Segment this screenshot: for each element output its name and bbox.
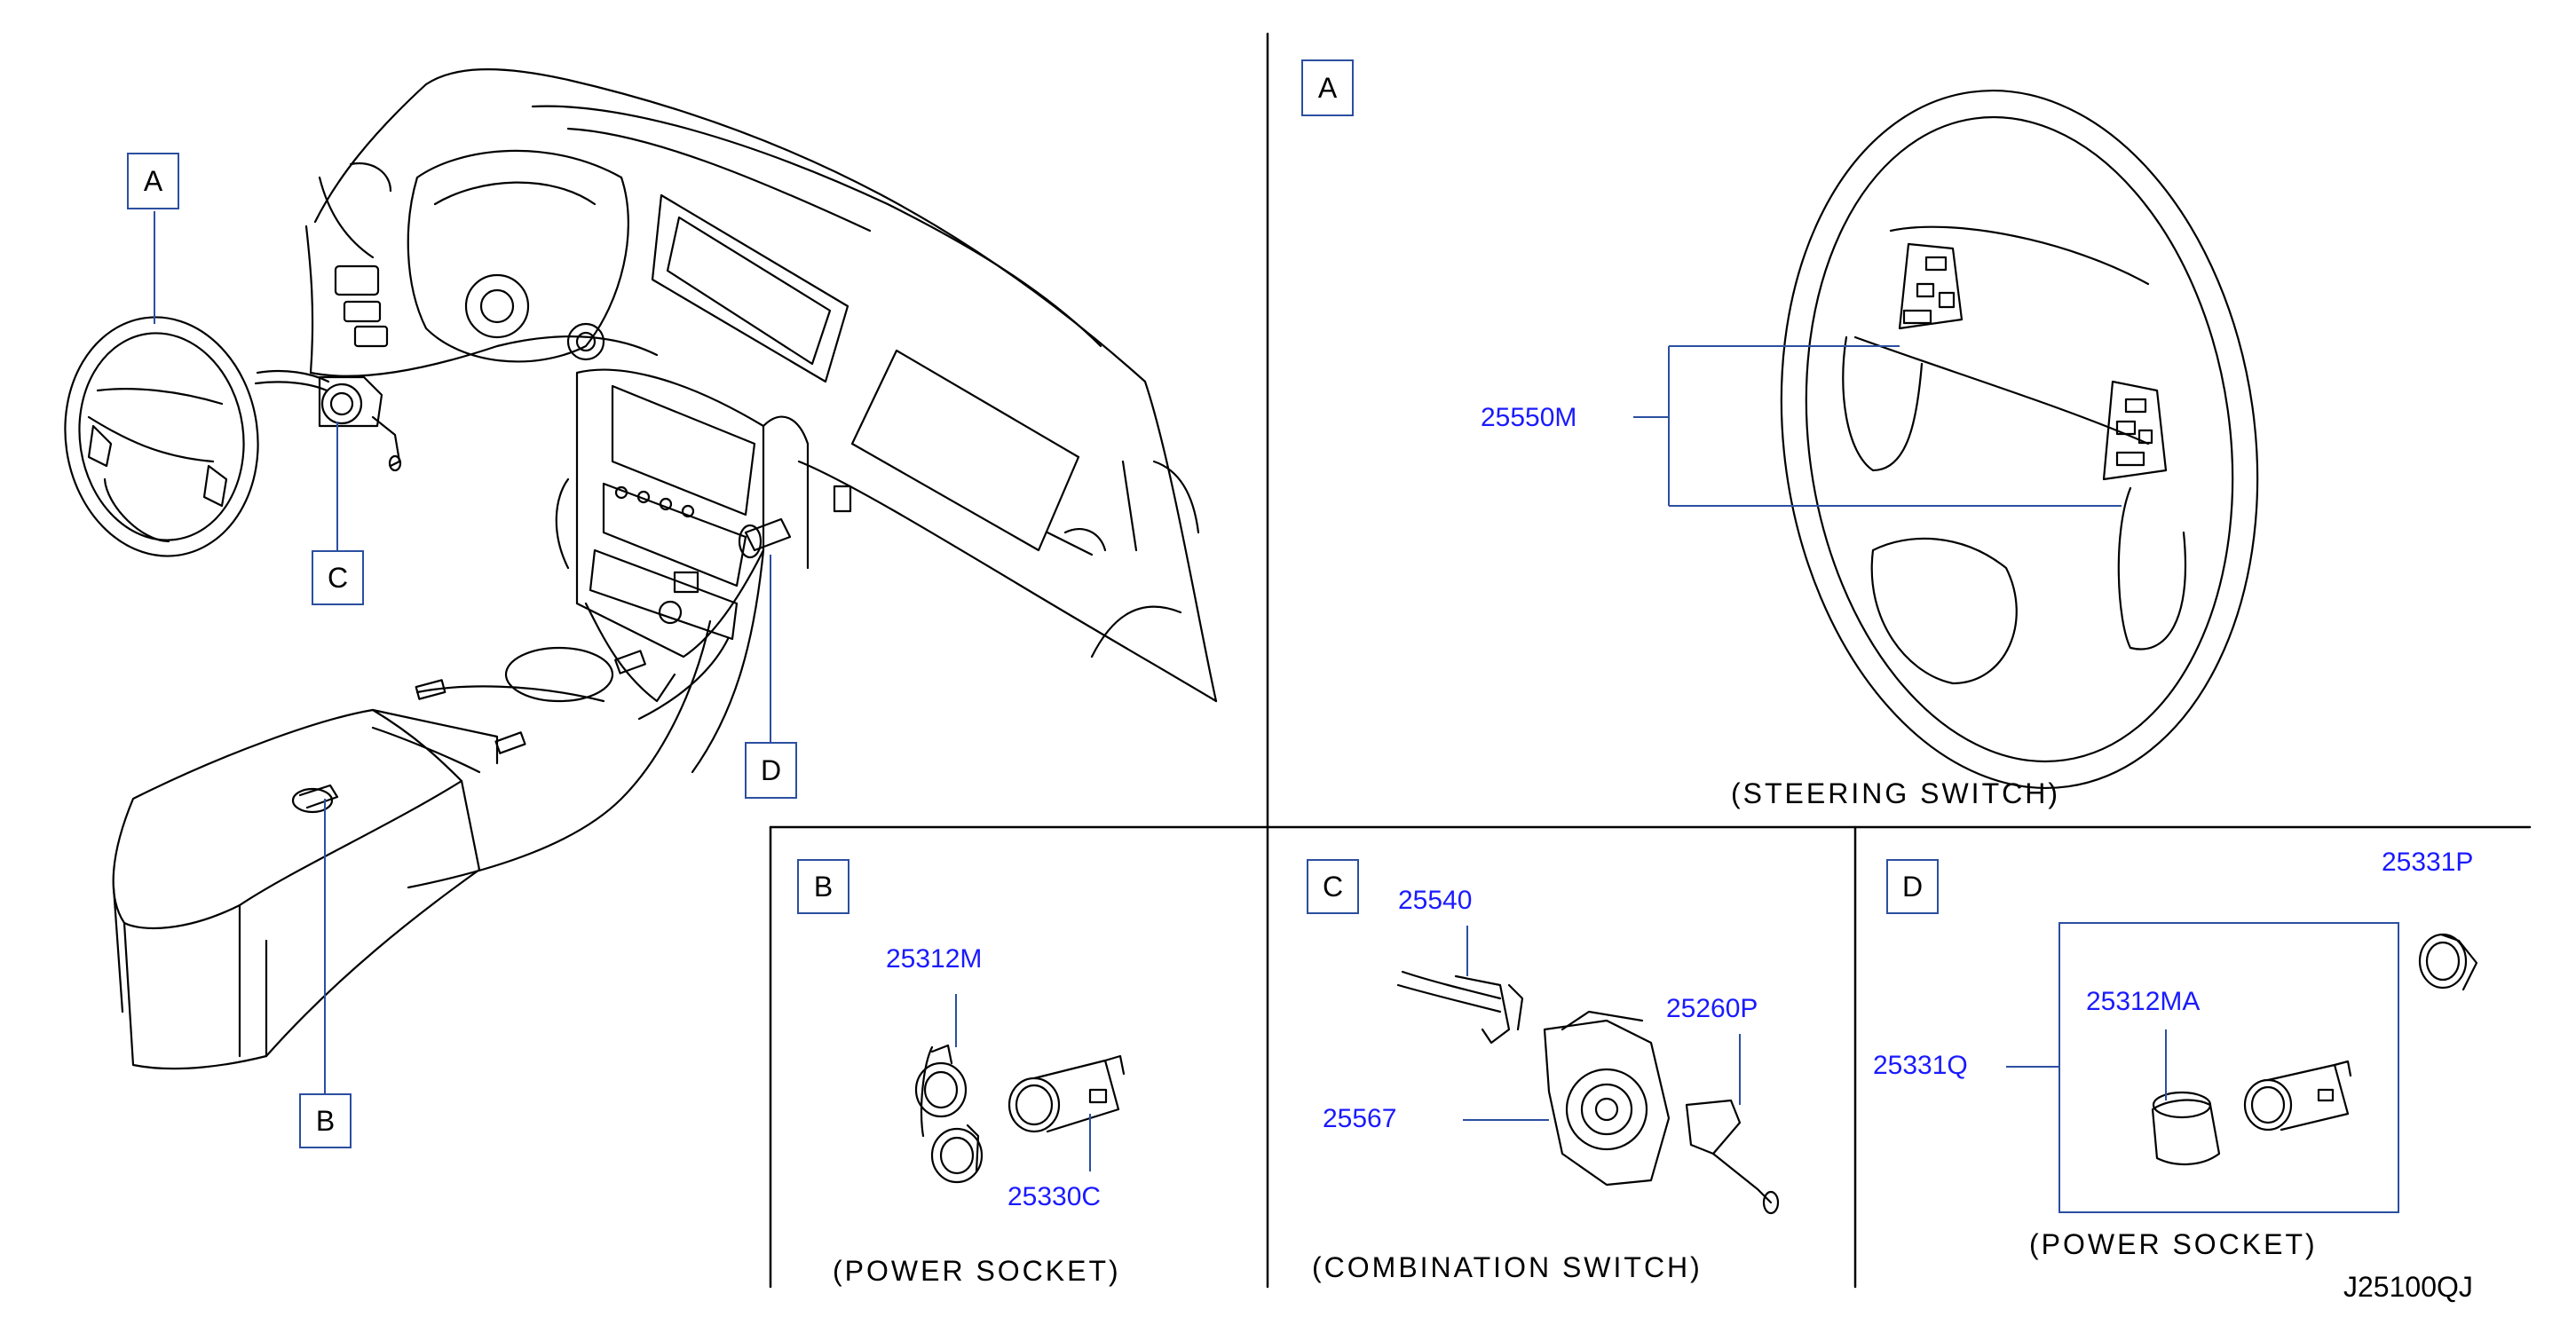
power-socket-b-drawing (914, 1044, 1126, 1184)
part-number-socket-cover-ma[interactable]: 25312MA (2086, 987, 2201, 1016)
callout-a-panel: A (1301, 59, 1354, 116)
combination-switch-drawing (1396, 970, 1780, 1215)
part-number-power-socket[interactable]: 25330C (1007, 1182, 1102, 1211)
callout-a-overview[interactable]: A (127, 153, 179, 209)
panel-dividers (769, 32, 2532, 1289)
overview-combination-switch (254, 369, 402, 472)
caption-power-socket-b: (POWER SOCKET) (833, 1255, 1121, 1287)
callout-b-panel: B (797, 859, 849, 914)
part-number-combination-switch-light[interactable]: 25540 (1398, 886, 1473, 915)
callout-c-overview[interactable]: C (312, 550, 364, 605)
part-number-steering-switch[interactable]: 25550M (1481, 403, 1577, 432)
part-number-combination-switch-body[interactable]: 25567 (1323, 1104, 1397, 1133)
callout-d-panel: D (1886, 859, 1939, 914)
callout-c-panel: C (1307, 859, 1359, 914)
overview-steering-wheel (64, 316, 259, 557)
part-number-socket-assy[interactable]: 25331Q (1873, 1051, 1968, 1080)
leader-lines (154, 211, 2399, 1213)
part-number-power-socket-cover[interactable]: 25312M (886, 944, 983, 974)
part-number-socket-cap[interactable]: 25331P (2382, 848, 2474, 877)
caption-steering-switch: (STEERING SWITCH) (1731, 777, 2060, 809)
caption-combination-switch: (COMBINATION SWITCH) (1312, 1251, 1703, 1283)
diagram-code: J25100QJ (2343, 1271, 2473, 1303)
part-number-combination-switch-wiper[interactable]: 25260P (1666, 994, 1758, 1023)
callout-b-overview[interactable]: B (299, 1093, 352, 1148)
caption-power-socket-d: (POWER SOCKET) (2029, 1228, 2318, 1260)
instrument-panel-drawing (112, 68, 1218, 1070)
power-socket-d-drawing (2151, 933, 2478, 1166)
callout-d-overview[interactable]: D (745, 742, 797, 799)
steering-wheel-drawing (1780, 90, 2259, 789)
